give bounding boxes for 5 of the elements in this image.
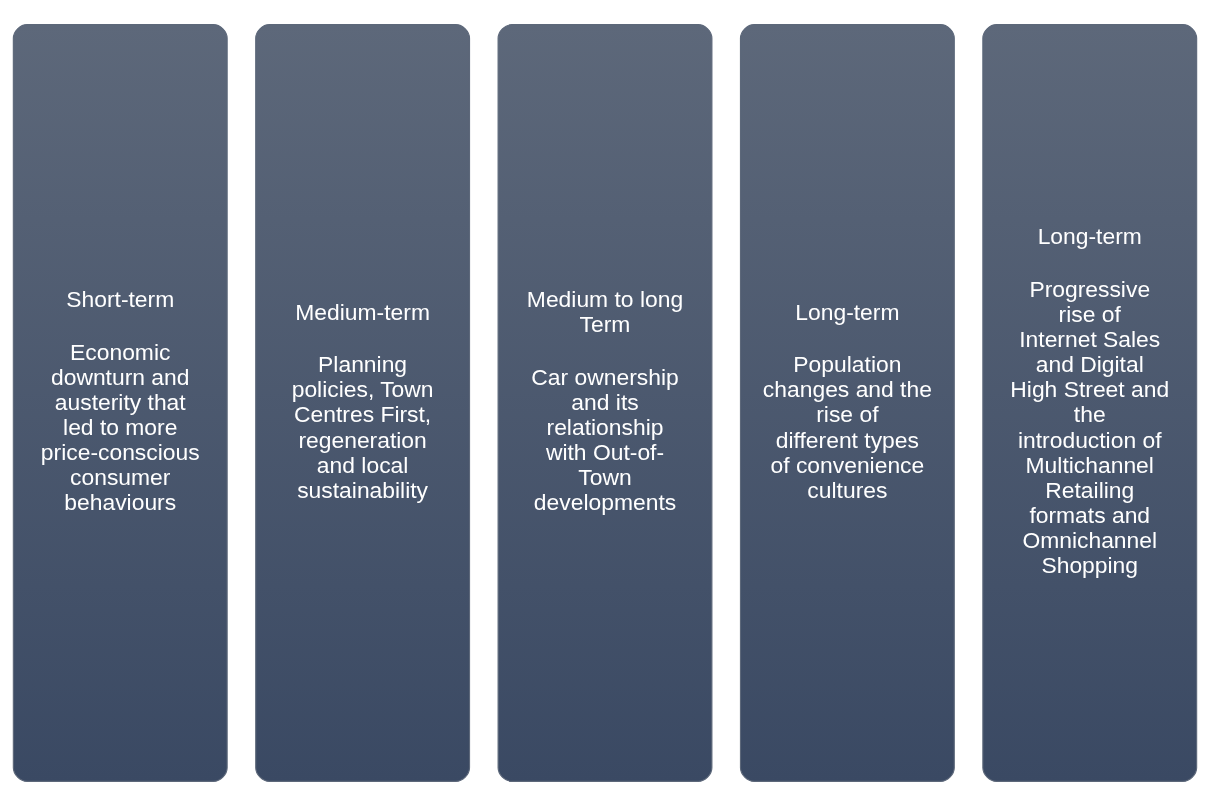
node-box: Short-term Economic downturn and austerity that led to more price-conscious consumer behaviours — [12, 23, 228, 782]
node-box: Medium to long Term Car ownership and its relationship with Out-of-Town developments — [497, 23, 713, 782]
node-box: Long-term Progressive rise of Internet Sales and Digital High Street and the introduction of Multichannel Retailing formats and Omnichannel Shopping — [982, 23, 1198, 782]
node-box: Long-term Population changes and the rise of different types of convenience cultures — [739, 23, 955, 782]
node-box: Medium-term Planning policies, Town Centres First, regeneration and local sustainability — [255, 23, 471, 782]
